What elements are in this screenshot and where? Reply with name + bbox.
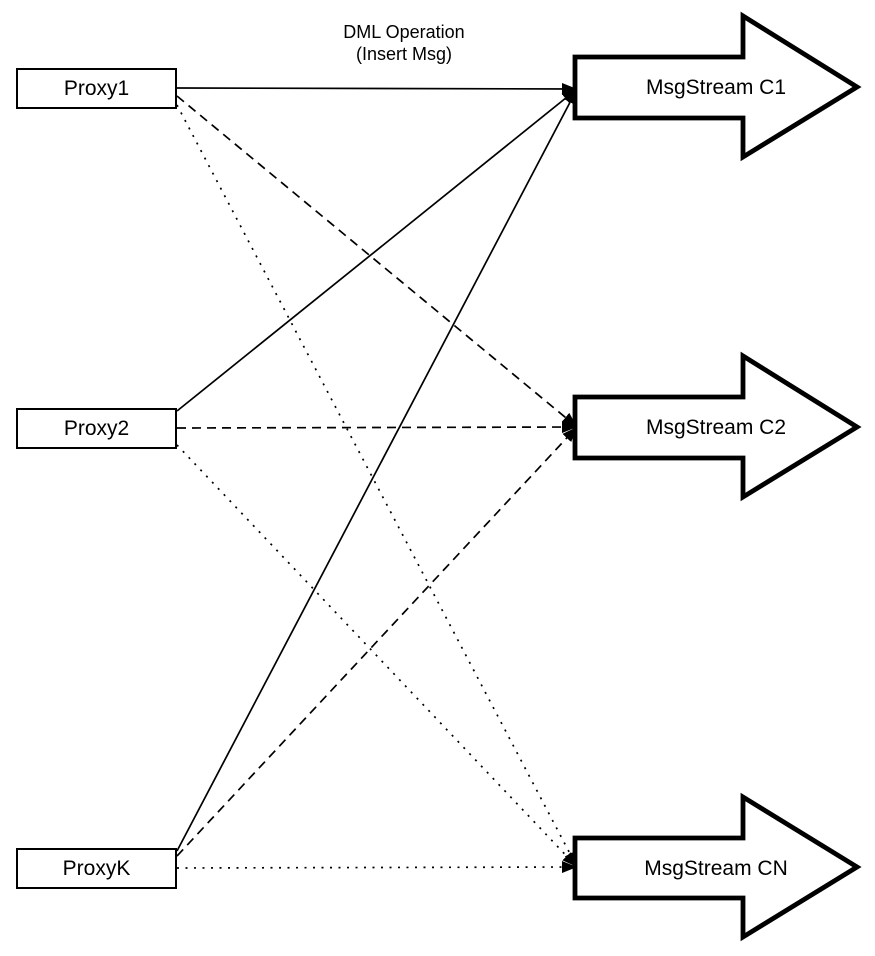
proxy2-box: Proxy2 xyxy=(16,408,177,449)
edge-proxy2-to-cn xyxy=(176,444,578,868)
proxyk-box: ProxyK xyxy=(16,848,177,889)
dml-operation-label-line2: (Insert Msg) xyxy=(355,43,452,64)
proxy1-box: Proxy1 xyxy=(16,68,177,109)
edge-proxyk-to-c2 xyxy=(176,426,578,857)
edge-proxy2-to-c2 xyxy=(176,421,578,434)
msgstream-arrow-c2 xyxy=(572,351,862,502)
edge-proxy1-to-c2 xyxy=(176,95,578,428)
edge-proxyk-to-c1 xyxy=(176,88,578,852)
msgstream-arrow-c1 xyxy=(572,11,862,162)
edge-proxy1-to-c1 xyxy=(176,82,578,95)
edges-layer xyxy=(176,82,578,874)
proxy1-label: Proxy1 xyxy=(63,76,130,100)
dml-operation-label: DML Operation (Insert Msg) xyxy=(244,22,564,65)
msgstream-arrow-cn xyxy=(572,792,862,942)
proxyk-label: ProxyK xyxy=(62,856,131,880)
edge-proxy1-to-cn xyxy=(176,104,578,868)
dml-operation-label-line1: DML Operation xyxy=(343,22,465,42)
proxy2-label: Proxy2 xyxy=(63,416,130,440)
edge-proxyk-to-cn xyxy=(176,861,578,874)
edge-proxy2-to-c1 xyxy=(176,88,578,412)
